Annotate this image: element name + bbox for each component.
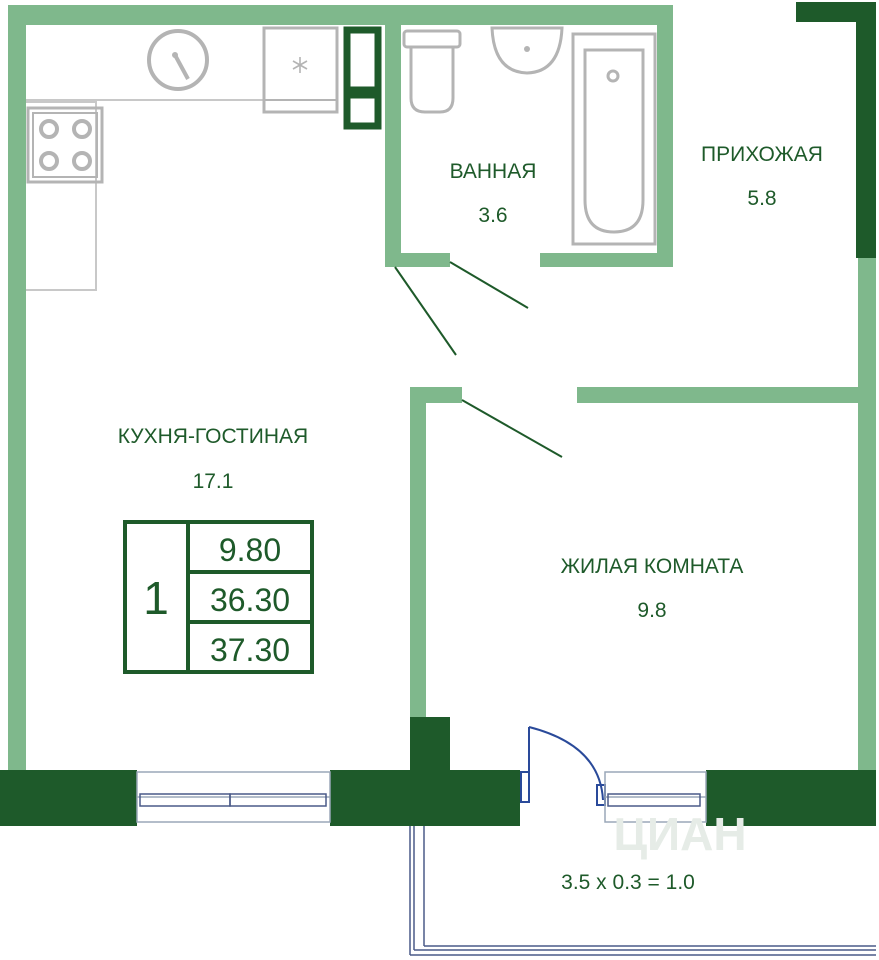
wall-top-left [8, 5, 672, 25]
summary-total-with-balcony: 37.30 [210, 632, 290, 668]
bathroom-wall-bottom-right [540, 253, 673, 267]
bathroom-wall-bottom-left [385, 253, 450, 267]
room-area-living: 9.8 [637, 599, 666, 622]
kitchen-counter [26, 99, 263, 291]
windows [136, 771, 707, 823]
counter-outline [26, 99, 263, 291]
room-name-kitchen: КУХНЯ-ГОСТИНАЯ [118, 425, 308, 448]
bathroom-wall-left [385, 5, 401, 267]
bedroom-walls [410, 387, 876, 717]
summary-rooms-count: 1 [143, 572, 169, 624]
door-bedroom [461, 399, 563, 458]
balcony-door [520, 726, 606, 806]
room-area-hallway: 5.8 [747, 187, 776, 210]
bedroom-wall-top-right [577, 387, 876, 403]
structural-wall-bottom-right [706, 770, 876, 826]
structural-wall-bottom-middle [330, 770, 520, 826]
fridge-icon [262, 26, 339, 114]
room-name-living: ЖИЛАЯ КОМНАТА [561, 555, 744, 578]
snowflake-icon [292, 57, 308, 73]
structural-wall-bottom-left [0, 770, 137, 826]
balcony-formula: 3.5 x 0.3 = 1.0 [561, 871, 695, 894]
bathroom-wall-right [657, 5, 673, 267]
cabinet-lower [343, 91, 382, 130]
watermark: ЦИАН [613, 808, 746, 860]
summary-total-area: 36.30 [210, 582, 290, 618]
structural-column [410, 717, 450, 777]
room-area-bathroom: 3.6 [478, 204, 507, 227]
washbasin-icon [490, 26, 564, 75]
door-kitchen [394, 266, 457, 356]
balcony-frame [409, 826, 876, 956]
summary-table: 1 9.80 36.30 37.30 [123, 520, 314, 674]
wall-right [858, 250, 876, 775]
wall-left [8, 5, 26, 775]
bathroom-walls [385, 5, 673, 267]
structural-walls [0, 2, 876, 826]
outer-walls [8, 5, 876, 775]
stove-icon [26, 106, 104, 184]
room-area-kitchen: 17.1 [193, 470, 234, 493]
room-name-bathroom: ВАННАЯ [450, 160, 537, 183]
door-swing-icon [394, 261, 563, 458]
cabinet-upper [343, 26, 382, 94]
bathtub-icon [571, 32, 657, 246]
summary-living-area: 9.80 [219, 532, 281, 568]
bedroom-wall-left [410, 387, 426, 717]
kitchen-cabinet [343, 26, 382, 130]
sink-icon [147, 29, 209, 91]
door-bathroom [449, 261, 529, 309]
room-name-hallway: ПРИХОЖАЯ [701, 143, 823, 166]
structural-wall-right-upper [856, 2, 876, 258]
toilet-icon [402, 29, 462, 114]
